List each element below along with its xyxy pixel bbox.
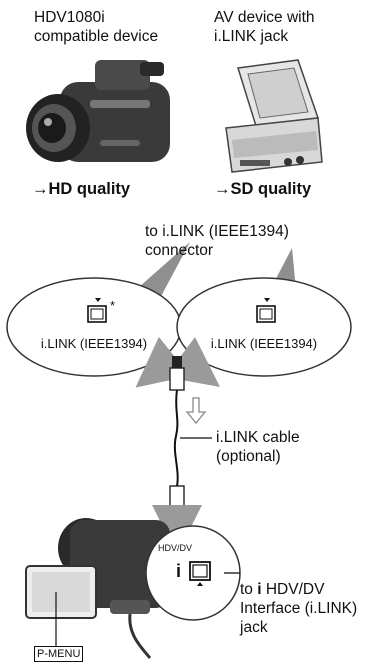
left-port-label: i.LINK (IEEE1394): [40, 336, 148, 351]
left-port-bubble: [6, 277, 182, 377]
ilink-port-icon-right: [256, 298, 276, 323]
av-device-label: AV device with i.LINK jack: [214, 8, 315, 46]
camera-port-note-line3: jack: [240, 619, 268, 636]
ilink-port-icon-left: [87, 298, 107, 323]
hd-quality-label: →HD quality: [32, 180, 131, 198]
cable-label: i.LINK cable (optional): [216, 428, 300, 466]
camera-port-note-line1: to i HDV/DV: [240, 580, 357, 599]
ilink-symbol: i: [176, 561, 182, 581]
camera-port-note-line2: Interface (i.LINK): [240, 600, 358, 617]
av-device-illustration: [225, 59, 323, 173]
connector-note-line2: connector: [145, 242, 214, 259]
cable-label-line2: (optional): [216, 448, 281, 465]
recording-camcorder-illustration: [25, 518, 170, 659]
data-direction-arrow: [185, 397, 207, 425]
connector-note: to i.LINK (IEEE1394) connector: [145, 222, 289, 260]
hdv-dv-port-icon: [189, 561, 211, 586]
camera-port-note: to i HDV/DV Interface (i.LINK) jack: [240, 580, 357, 637]
av-device-line2: i.LINK jack: [214, 28, 289, 45]
signal-arrows: [135, 336, 220, 388]
hdv-device-line2: compatible device: [34, 28, 159, 45]
hdv-camcorder-illustration: [26, 60, 170, 162]
hdv-device-line1: HDV1080i: [34, 9, 105, 26]
camera-note-ilink-symbol: i: [257, 581, 262, 598]
asterisk-marker: *: [110, 298, 116, 313]
right-port-label: i.LINK (IEEE1394): [210, 336, 318, 351]
hdv-device-label: HDV1080i compatible device: [34, 8, 158, 46]
camera-note-prefix: to: [240, 581, 258, 598]
hdv-dv-port-label: HDV/DV: [158, 543, 193, 553]
av-device-line1: AV device with: [214, 9, 315, 26]
camera-note-rest: HDV/DV: [261, 581, 325, 598]
sd-quality-label: →SD quality: [214, 180, 312, 198]
right-port-bubble: [176, 277, 352, 377]
pmenu-button[interactable]: P-MENU: [34, 646, 84, 662]
connector-note-line1: to i.LINK (IEEE1394): [145, 223, 289, 240]
cable-label-line1: i.LINK cable: [216, 429, 300, 446]
